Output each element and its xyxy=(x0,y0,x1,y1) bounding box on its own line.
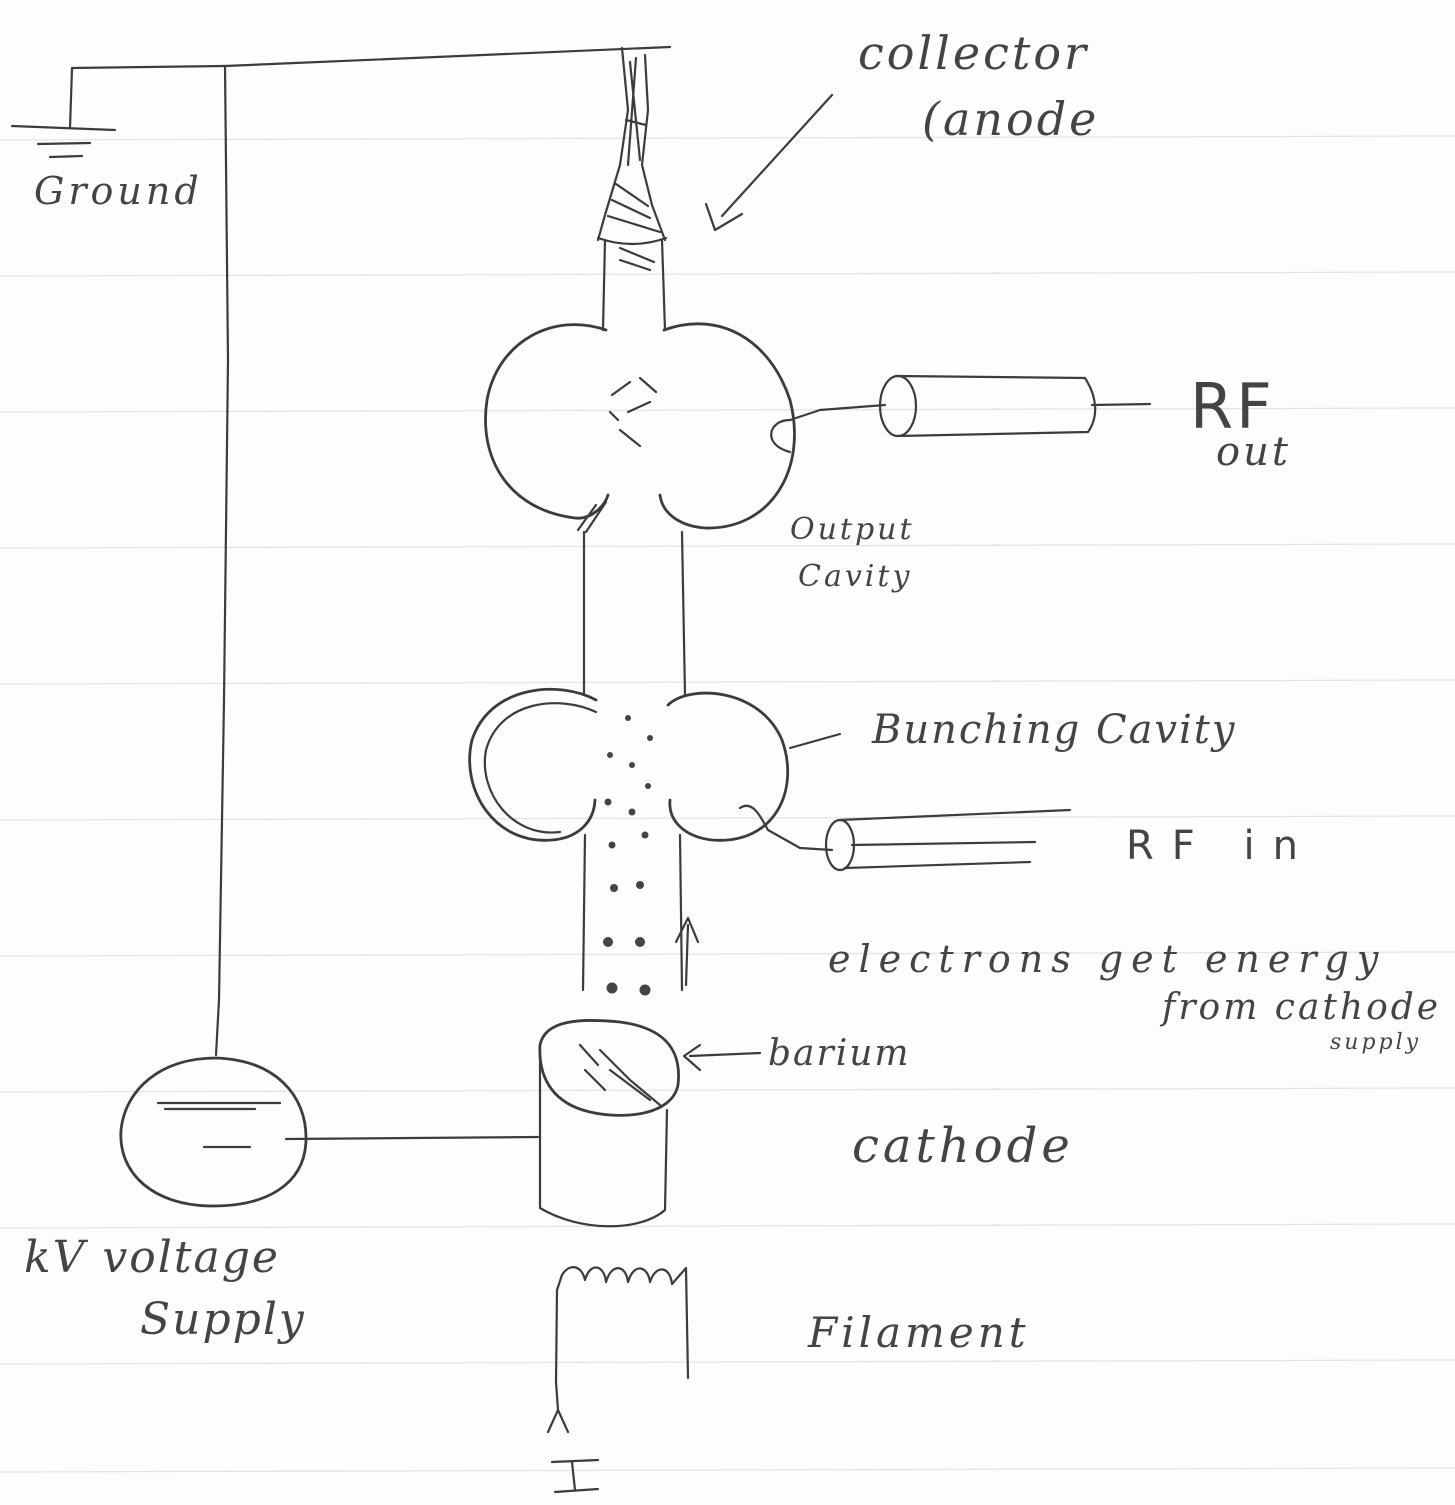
ground-label: Ground xyxy=(34,172,203,210)
rf-in-label: RF in xyxy=(1126,826,1316,866)
supply-to-cathode-wire xyxy=(286,1137,538,1139)
ground-symbol xyxy=(12,66,225,157)
collector-label: collector xyxy=(858,30,1089,76)
barium-pointer-arrow xyxy=(684,1045,760,1070)
bunching-cavity xyxy=(470,689,840,850)
rf-out-coax xyxy=(790,376,1150,436)
top-wire xyxy=(225,47,670,66)
electrons-note-line3: supply xyxy=(1330,1032,1421,1054)
barium-label: barium xyxy=(768,1036,911,1072)
filament-coil xyxy=(548,1267,688,1432)
rf-in-coax xyxy=(826,810,1070,870)
kv-supply-label-line2: Supply xyxy=(140,1298,306,1342)
filament-label: Filament xyxy=(808,1312,1030,1354)
electron-dots xyxy=(603,715,653,996)
current-symbol xyxy=(552,1460,598,1492)
output-cavity-label-top: Output xyxy=(790,515,915,545)
kv-supply-label-line1: kV voltage xyxy=(24,1236,280,1280)
electrons-note-line2: from cathode xyxy=(1162,990,1441,1026)
bunching-cavity-label: Bunching Cavity xyxy=(872,710,1236,750)
electron-flow-arrow xyxy=(676,918,698,985)
drift-tube xyxy=(584,532,685,695)
collector-pointer-arrow xyxy=(706,95,832,230)
collector-anode xyxy=(598,48,666,330)
kv-voltage-supply xyxy=(121,1058,306,1206)
cathode xyxy=(540,1020,679,1226)
rf-out-label-bottom: out xyxy=(1216,432,1291,472)
current-label: I xyxy=(630,1460,633,1461)
output-cavity xyxy=(486,324,795,532)
output-cavity-label-bottom: Cavity xyxy=(798,562,912,592)
lower-tube xyxy=(583,835,682,990)
ground-wire xyxy=(216,66,228,1055)
anode-label: (anode xyxy=(922,96,1099,142)
electrons-note-line1: electrons get energy xyxy=(828,940,1386,978)
cathode-label: cathode xyxy=(852,1122,1074,1170)
